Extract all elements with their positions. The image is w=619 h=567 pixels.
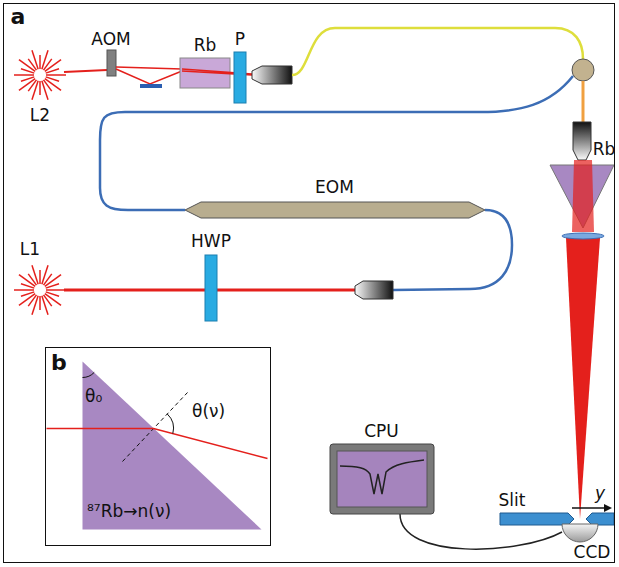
laser-ray xyxy=(39,296,41,310)
laser-ray xyxy=(42,296,48,315)
polarizer xyxy=(234,52,246,103)
part-label: CCD xyxy=(574,543,611,563)
fiber-blue xyxy=(100,76,573,210)
axis-arrow xyxy=(572,507,605,509)
part-label: L1 xyxy=(20,240,40,260)
laser-ray xyxy=(46,74,66,76)
eom-body xyxy=(185,202,485,218)
slit-blade xyxy=(586,513,614,525)
laser-ray xyxy=(21,77,34,81)
part-label: HWP xyxy=(191,232,231,252)
normal-line xyxy=(122,392,187,461)
node-text: EOM xyxy=(315,178,354,198)
fiber-orange xyxy=(582,81,585,122)
part-label: L2 xyxy=(30,106,50,126)
eom-outline xyxy=(183,200,487,220)
eom-box: EOM xyxy=(183,178,487,220)
fiber-coupler xyxy=(355,281,393,299)
fiber-coupler xyxy=(252,66,292,84)
laser-ray xyxy=(46,284,59,288)
fiber-blue xyxy=(393,210,512,290)
laser-ray xyxy=(46,69,59,73)
laser-l1-symbol xyxy=(14,265,66,314)
laser-ray xyxy=(46,428,267,458)
half-wave-plate xyxy=(205,255,217,321)
laser-beam xyxy=(116,67,182,84)
laser-ray xyxy=(21,292,34,296)
laser-ray xyxy=(28,80,36,91)
spectrum-trace xyxy=(340,460,424,494)
rb-prism xyxy=(82,361,261,529)
aom-crystal xyxy=(107,50,116,76)
panel-frame: EOM b θ₀ θ(ν) ⁸⁷Rb→n(ν) CPU a xyxy=(3,3,615,563)
node-text: a xyxy=(11,4,26,29)
laser-ray xyxy=(14,74,34,76)
fiber-coupler xyxy=(573,122,591,160)
fiber-combiner xyxy=(572,59,594,81)
laser-beam xyxy=(566,238,600,519)
laser-ray xyxy=(42,81,48,100)
laser-ray xyxy=(44,274,52,285)
node-text: ⁸⁷Rb→n(ν) xyxy=(87,502,171,522)
part-label: Slit xyxy=(499,491,526,511)
part-label: Rb xyxy=(194,36,217,56)
laser-ray xyxy=(44,59,52,70)
angle-arc xyxy=(82,372,94,377)
inset-panel: b θ₀ θ(ν) ⁸⁷Rb→n(ν) xyxy=(45,347,271,546)
laser-ray xyxy=(32,50,38,69)
cpu-monitor: CPU xyxy=(328,422,436,518)
slit-blade xyxy=(500,513,574,525)
laser-beam xyxy=(572,160,594,232)
node-text: b xyxy=(51,350,67,375)
cable xyxy=(400,514,562,549)
angle-arc xyxy=(167,413,173,433)
node-text: CPU xyxy=(364,422,399,442)
monitor-frame xyxy=(330,444,434,514)
part-label: P xyxy=(235,30,245,50)
laser-ray xyxy=(32,265,38,284)
laser-ray xyxy=(39,55,41,69)
lens xyxy=(562,233,604,239)
axis-arrowhead xyxy=(604,504,612,512)
laser-ray xyxy=(28,295,36,306)
part-label: Rb xyxy=(593,140,616,160)
laser-beam xyxy=(64,70,107,72)
part-label: AOM xyxy=(91,30,130,50)
laser-ray xyxy=(39,81,41,95)
mirror-plate xyxy=(140,84,162,88)
ccd-detector xyxy=(562,524,598,542)
monitor-outline xyxy=(328,444,436,518)
laser-ray xyxy=(14,289,34,291)
laser-l2-symbol xyxy=(14,50,66,99)
node-text: θ(ν) xyxy=(192,402,225,422)
laser-ray xyxy=(39,270,41,284)
laser-ray xyxy=(46,289,66,291)
part-label: y xyxy=(595,484,605,504)
node-text: θ₀ xyxy=(85,387,102,407)
fiber-yellow xyxy=(292,28,583,75)
monitor-screen xyxy=(337,451,427,507)
